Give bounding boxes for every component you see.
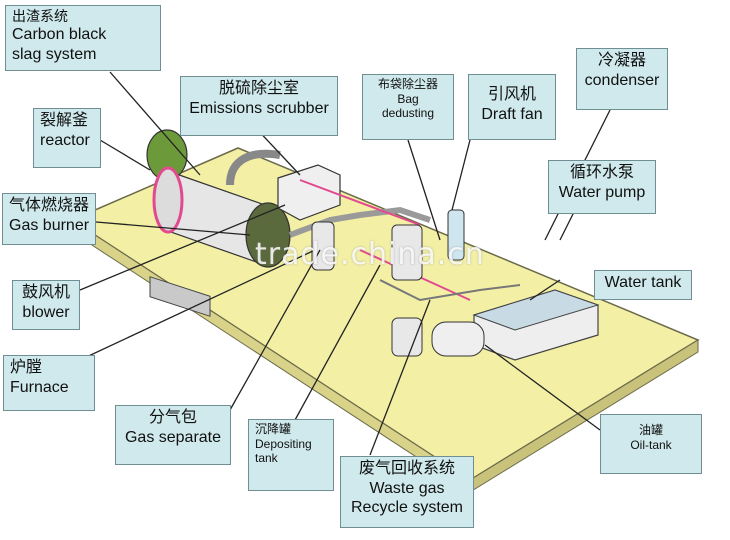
label-waste-gas-en2: Recycle system [350,499,464,517]
label-furnace-en: Furnace [10,378,69,396]
label-emissions-scrubber: 脱硫除尘室 Emissions scrubber [180,76,338,136]
label-bag-en1: Bag [397,91,419,106]
label-condenser-en: condenser [584,71,660,89]
label-water-pump-zh: 循环水泵 [569,164,634,181]
label-gas-separate-en: Gas separate [124,428,222,446]
label-reactor-zh: 裂解釜 [40,112,89,129]
condenser-pipe [379,279,521,302]
watermark: trade.china.cn [255,237,485,272]
pipe-pink [299,179,421,226]
label-blower: 鼓风机 blower [12,280,80,330]
label-draft-fan: 引风机 Draft fan [468,74,556,140]
water-tank-top [472,289,600,331]
label-water-pump: 循环水泵 Water pump [548,160,656,214]
label-condenser-zh: 冷凝器 [597,52,646,69]
separator-tank [311,221,335,271]
oil-tank-body [431,321,485,357]
label-reactor: 裂解釜 reactor [33,108,101,168]
label-carbon-black-en1: Carbon black [12,26,107,44]
label-water-tank-en: Water tank [604,274,682,291]
reactor-front-end [152,166,184,234]
label-oil-tank-en: Oil-tank [630,437,672,452]
label-water-pump-en: Water pump [558,183,646,201]
label-carbon-black-zh: 出渣系统 [12,8,68,24]
label-draft-fan-zh: 引风机 [487,86,536,103]
label-carbon-black: 出渣系统 Carbon black slag system [5,5,161,71]
draft-fan-unit [447,209,465,261]
label-blower-en: blower [22,303,70,321]
label-bag-dedusting: 布袋除尘器 Bag dedusting [362,74,454,140]
label-emissions-en: Emissions scrubber [189,99,329,117]
label-bag-en2: dedusting [381,106,435,121]
scrubber-pipe [226,149,281,186]
label-depositing-zh: 沉降罐 [255,422,292,436]
label-oil-tank: 油罐 Oil-tank [600,414,702,474]
label-waste-gas-zh: 废气回收系统 [358,460,455,477]
label-waste-gas-en1: Waste gas [369,479,445,497]
label-water-tank: Water tank [594,270,692,300]
label-gas-separate: 分气包 Gas separate [115,405,231,465]
label-gas-burner-en: Gas burner [9,216,90,234]
label-draft-fan-en: Draft fan [481,105,543,123]
label-carbon-black-en2: slag system [12,45,97,63]
label-reactor-en: reactor [40,131,90,149]
label-oil-tank-zh: 油罐 [638,423,663,437]
label-furnace-zh: 炉膛 [10,359,43,376]
label-bag-zh: 布袋除尘器 [377,77,438,91]
label-emissions-zh: 脱硫除尘室 [218,80,299,97]
label-gas-burner: 气体燃烧器 Gas burner [2,193,96,245]
label-waste-gas: 废气回收系统 Waste gas Recycle system [340,456,474,528]
label-gas-burner-zh: 气体燃烧器 [9,197,90,214]
bag-duster [391,224,423,281]
label-furnace: 炉膛 Furnace [3,355,95,411]
label-depositing-en1: Depositing [255,436,312,451]
label-condenser: 冷凝器 condenser [576,48,668,110]
label-depositing-tank: 沉降罐 Depositing tank [248,419,334,491]
water-pump-arrow [529,279,561,301]
label-blower-zh: 鼓风机 [21,284,70,301]
leader-lines [79,71,611,456]
label-gas-separate-zh: 分气包 [148,409,197,426]
depositing-tank [391,317,423,357]
label-depositing-en2: tank [255,451,278,466]
